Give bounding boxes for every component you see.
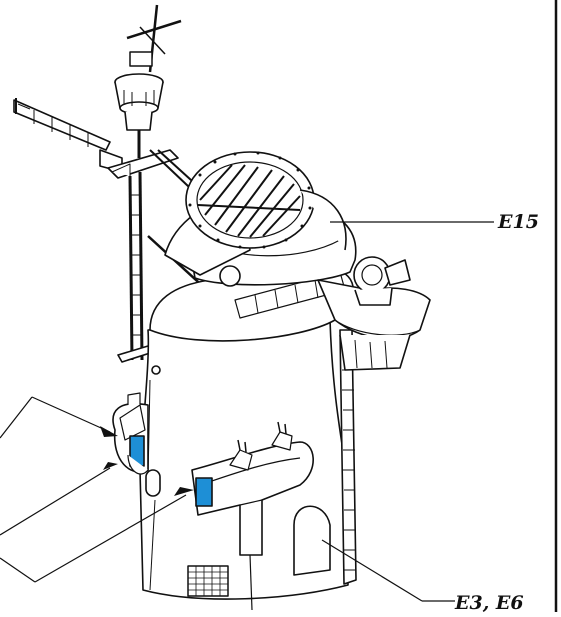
front-gun-tub <box>191 421 314 556</box>
blue-highlight-lower <box>195 477 213 507</box>
director-dome <box>185 151 347 251</box>
leader-lines <box>0 221 494 611</box>
porthole <box>145 469 161 497</box>
side-platform <box>317 256 431 371</box>
arrowheads <box>100 426 194 496</box>
callout-e15: E15 <box>498 211 539 233</box>
callout-e3-e6: E3, E6 <box>455 592 524 614</box>
vent-grille <box>187 565 229 597</box>
radar-yard <box>13 98 123 173</box>
left-gun-tub <box>112 392 149 475</box>
door <box>293 505 331 576</box>
mast-top <box>114 4 182 158</box>
